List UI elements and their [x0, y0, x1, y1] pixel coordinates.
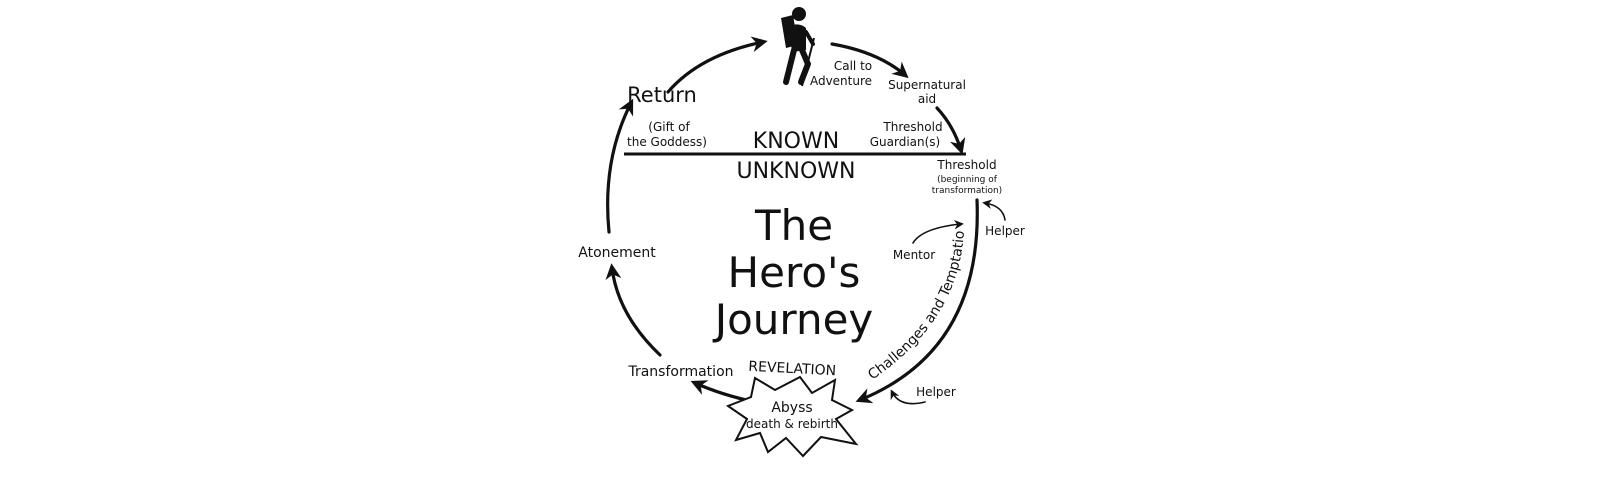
- arrow-helper-bottom: [890, 389, 926, 405]
- gift-of-goddess-label-2: the Goddess): [627, 135, 707, 149]
- title-line-2: Hero's: [728, 248, 861, 297]
- mentor-label: Mentor: [893, 248, 935, 262]
- title-line-1: The: [754, 201, 833, 250]
- abyss-label: Abyss: [771, 400, 812, 416]
- known-label: KNOWN: [753, 129, 839, 154]
- arrow-return-to-hero: [666, 36, 768, 94]
- threshold-guardian-label-1: Threshold: [882, 120, 942, 134]
- arrow-helper-top: [982, 199, 1006, 221]
- revelation-label: REVELATION: [748, 359, 836, 380]
- transformation-label: Transformation: [627, 364, 733, 380]
- gift-of-goddess-label-1: (Gift of: [648, 120, 690, 134]
- arrow-mentor: [912, 219, 964, 244]
- arrow-challenges-to-abyss: [855, 198, 979, 404]
- hiker-icon: [781, 7, 815, 87]
- threshold-note-1: (beginning of: [937, 175, 998, 185]
- threshold-guardian-label-2: Guardian(s): [870, 135, 941, 149]
- helper-bottom-label: Helper: [916, 385, 956, 399]
- arrow-hero-to-aid: [830, 42, 909, 79]
- helper-top-label: Helper: [985, 224, 1025, 238]
- supernatural-aid-label-2: aid: [918, 92, 936, 106]
- return-label: Return: [627, 83, 697, 107]
- atonement-label: Atonement: [578, 245, 656, 261]
- title-line-3: Journey: [712, 295, 874, 344]
- threshold-label: Threshold: [936, 158, 996, 172]
- arrow-aid-to-threshold: [935, 106, 966, 155]
- threshold-note-2: transformation): [932, 186, 1002, 196]
- abyss-starburst: [725, 375, 859, 458]
- call-to-adventure-label-1: Call to: [834, 59, 872, 73]
- arrow-transformation-to-atonement: [605, 263, 662, 357]
- arrow-atonement-to-return: [606, 98, 634, 234]
- call-to-adventure-label-2: Adventure: [810, 74, 872, 88]
- abyss-note: death & rebirth: [746, 417, 838, 431]
- unknown-label: UNKNOWN: [737, 159, 856, 184]
- supernatural-aid-label-1: Supernatural: [888, 78, 966, 92]
